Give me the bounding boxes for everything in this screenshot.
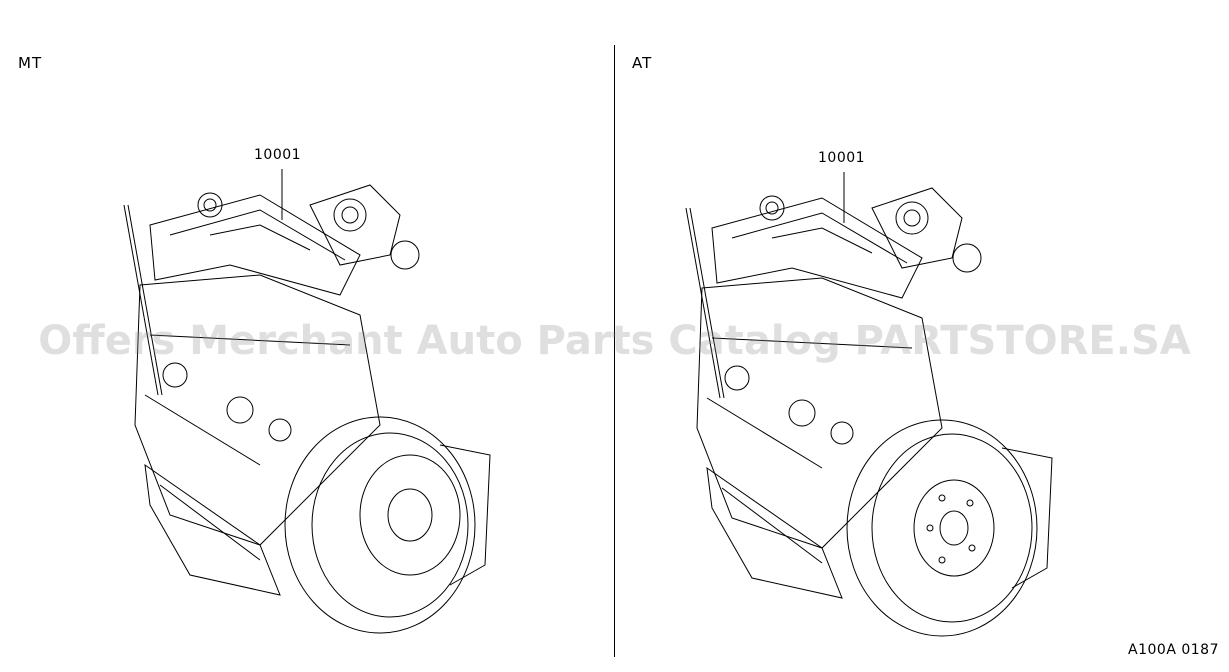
engine-mt-illustration [110,165,500,635]
panel-label-at: AT [632,54,653,72]
panel-divider [614,45,615,657]
engine-at-illustration [672,168,1062,638]
part-number-at[interactable]: 10001 [818,150,866,166]
part-number-mt[interactable]: 10001 [254,147,302,163]
panel-label-mt: MT [18,54,43,72]
diagram-code: A100A 0187 [1128,642,1219,658]
